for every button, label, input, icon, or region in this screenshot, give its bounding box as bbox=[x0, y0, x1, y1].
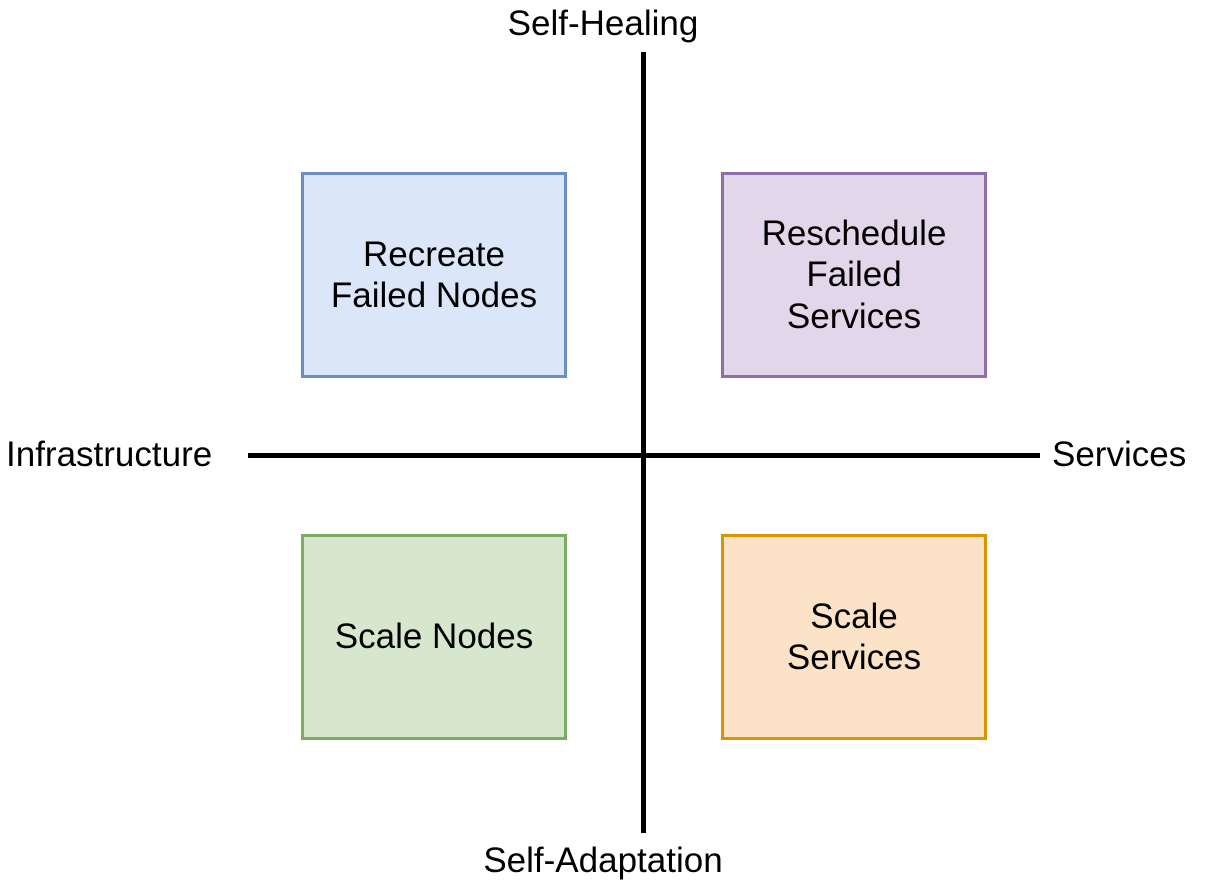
quadrant-box-scale-services[interactable]: Scale Services bbox=[721, 534, 987, 740]
axis-label-infrastructure: Infrastructure bbox=[6, 435, 213, 474]
quadrant-label-recreate-failed-nodes: Recreate Failed Nodes bbox=[330, 234, 538, 315]
quadrant-box-reschedule-failed-services[interactable]: Reschedule Failed Services bbox=[721, 172, 987, 378]
quadrant-label-scale-services: Scale Services bbox=[786, 596, 922, 677]
axis-label-self-healing: Self-Healing bbox=[507, 4, 699, 43]
axis-label-self-adaptation: Self-Adaptation bbox=[483, 841, 723, 880]
quadrant-box-recreate-failed-nodes[interactable]: Recreate Failed Nodes bbox=[301, 172, 567, 378]
vertical-axis-line bbox=[641, 52, 646, 833]
axis-label-services: Services bbox=[1052, 435, 1187, 474]
quadrant-label-reschedule-failed-services: Reschedule Failed Services bbox=[761, 214, 947, 336]
quadrant-box-scale-nodes[interactable]: Scale Nodes bbox=[301, 534, 567, 740]
horizontal-axis-line bbox=[248, 453, 1040, 458]
quadrant-label-scale-nodes: Scale Nodes bbox=[334, 617, 534, 657]
